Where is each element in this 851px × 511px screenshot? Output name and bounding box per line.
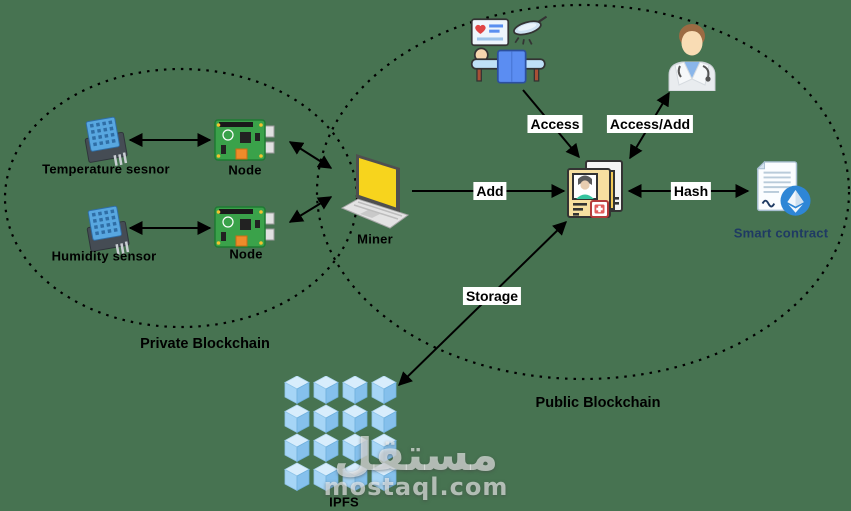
add-edge-label: Add <box>473 182 507 200</box>
medical-record-icon <box>566 159 626 223</box>
doctor-icon <box>663 21 721 91</box>
access-add-edge-label: Access/Add <box>606 115 694 133</box>
node-bottom-miner-arrow <box>288 196 333 223</box>
smart-contract-icon <box>750 160 812 218</box>
ipfs-cubes-icon <box>284 376 400 494</box>
temperature-sensor-label: Temperature sesnor <box>42 161 170 177</box>
node-top-raspberry-pi-icon <box>214 116 276 164</box>
humidity-sensor-label: Humidity sensor <box>51 248 157 264</box>
hash-edge-label: Hash <box>670 182 712 200</box>
node-bottom-label: Node <box>229 246 263 262</box>
humidity-sensor-icon <box>78 201 138 259</box>
node-bottom-raspberry-pi-icon <box>214 203 276 251</box>
public-blockchain-boundary <box>315 3 851 381</box>
access-edge-label: Access <box>527 115 583 133</box>
private-blockchain-boundary <box>3 67 359 329</box>
node-top-miner-arrow <box>288 141 333 169</box>
temperature-sensor-icon <box>76 112 136 170</box>
node-top-label: Node <box>228 162 262 178</box>
storage-edge-label: Storage <box>462 287 522 305</box>
public-blockchain-label: Public Blockchain <box>535 395 661 411</box>
private-blockchain-label: Private Blockchain <box>140 336 270 352</box>
ipfs-label: IPFS <box>329 494 359 510</box>
smart-contract-label: Smart contract <box>733 225 829 241</box>
miner-label: Miner <box>357 231 393 247</box>
miner-laptop-icon <box>340 152 412 234</box>
operating-room-icon <box>470 14 550 87</box>
